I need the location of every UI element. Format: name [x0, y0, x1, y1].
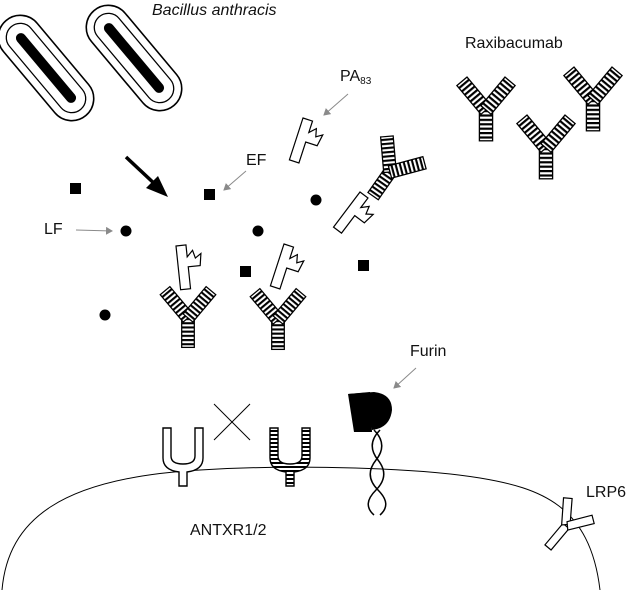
lf-pointer	[75, 226, 113, 235]
organism-label: Bacillus anthracis	[152, 2, 277, 19]
lethal-factor-label: LF	[44, 221, 63, 238]
lethal-factor-dot	[310, 194, 322, 206]
bacillus-rod	[0, 14, 95, 122]
edema-factor-square	[204, 189, 215, 200]
receptor-label: ANTXR1/2	[190, 522, 267, 539]
edema-factor-square	[358, 260, 369, 271]
furin-pointer	[393, 367, 417, 389]
lethal-factor-dot	[99, 309, 111, 321]
edema-factor-square	[240, 266, 251, 277]
pa83-bound	[269, 243, 308, 294]
antibody-label: Raxibacumab	[465, 35, 563, 52]
pa83-bound	[332, 191, 380, 243]
pa83-label-main: PA	[340, 68, 361, 85]
edema-factor-label: EF	[246, 152, 267, 169]
furin-protease	[348, 392, 392, 516]
furin-label: Furin	[410, 343, 447, 360]
lethal-factor-dot	[252, 225, 264, 237]
edema-factor-square	[70, 183, 81, 194]
lrp6-label: LRP6	[586, 484, 627, 501]
raxibacumab-antibody	[516, 114, 576, 180]
bacillus-rod	[85, 4, 183, 112]
pa83-label-sub: 83	[360, 76, 372, 87]
antxr-receptor-striped	[269, 427, 311, 487]
pa83-pointer	[323, 93, 349, 116]
pa83-free	[288, 117, 327, 168]
pa83-label: PA83	[340, 68, 371, 87]
pa83-bound	[175, 242, 206, 291]
raxibacumab-bound	[159, 285, 217, 349]
lethal-factor-dot	[120, 225, 132, 237]
raxibacumab-antibody	[456, 76, 516, 142]
raxibacumab-bound	[249, 287, 307, 351]
ef-pointer	[223, 170, 247, 191]
block-cross-icon	[213, 403, 251, 441]
release-arrow	[124, 155, 168, 197]
antxr-receptor-outline	[162, 427, 204, 487]
cell-membrane	[1, 466, 601, 591]
lrp6-coreceptor	[544, 497, 595, 551]
